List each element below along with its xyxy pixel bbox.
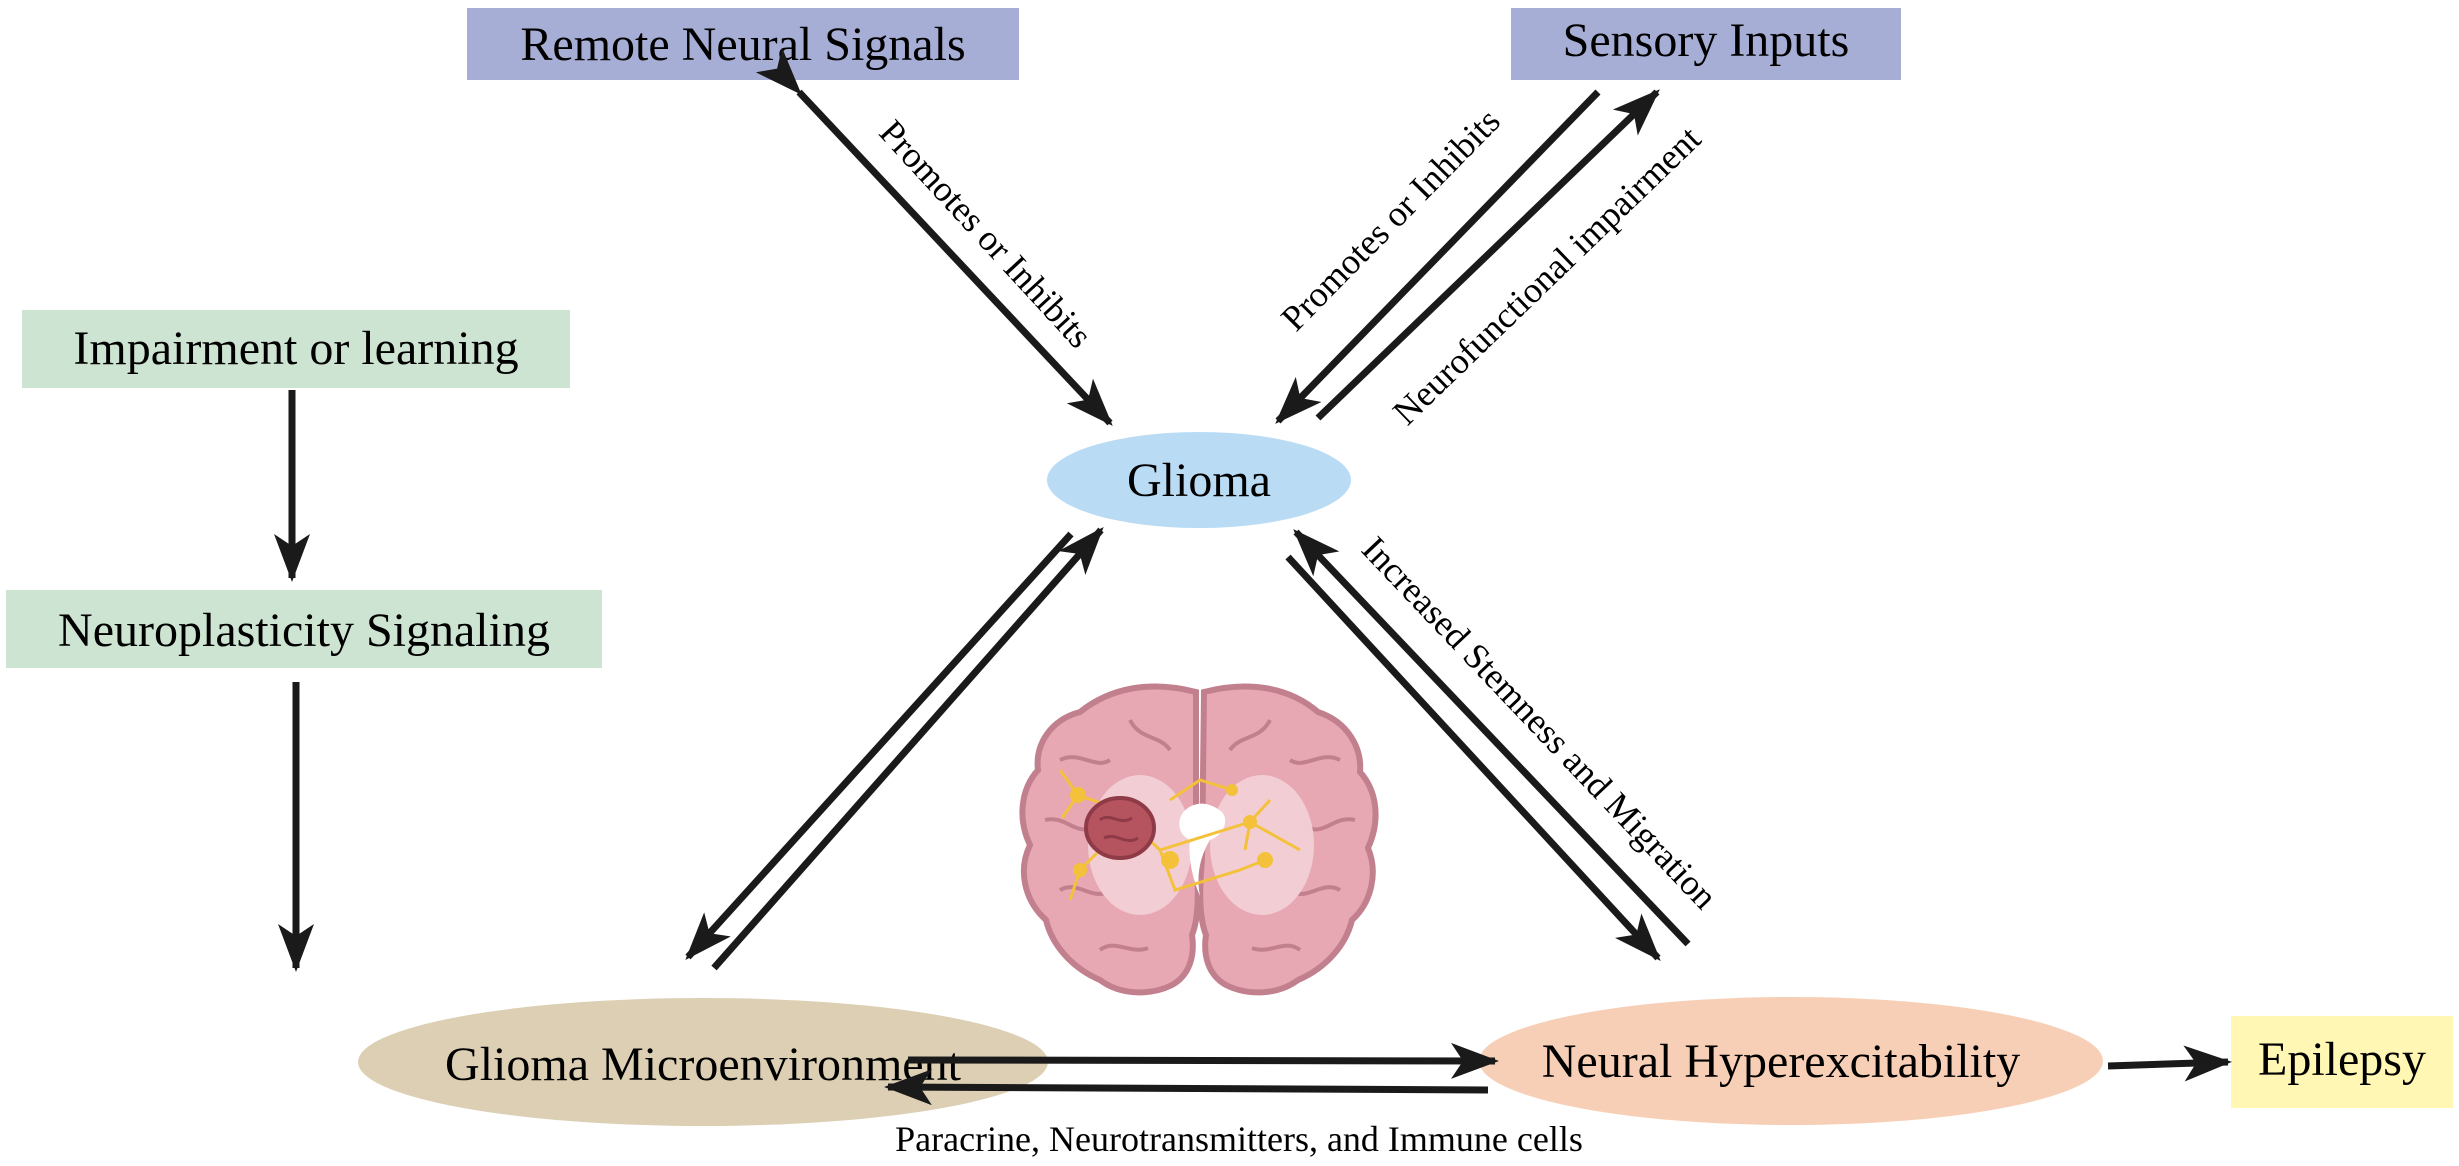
glioma-microenvironment-label: Glioma Microenvironment xyxy=(445,1038,962,1091)
glioma-microenvironment-node: Glioma Microenvironment xyxy=(358,998,1048,1126)
label-stemness-migration: Increased Stemness and Migration xyxy=(1354,529,1725,917)
remote-neural-signals-label: Remote Neural Signals xyxy=(520,18,965,71)
epilepsy-rect xyxy=(2231,1016,2453,1108)
arrow-sensory-to-glioma xyxy=(1275,89,1601,424)
brain-white-matter-right xyxy=(1210,775,1314,915)
glioma-microenvironment-ellipse xyxy=(358,998,1048,1126)
remote-neural-signals-box: Remote Neural Signals xyxy=(467,8,1019,80)
neural-hyperexcitability-label: Neural Hyperexcitability xyxy=(1542,1035,2020,1088)
impairment-or-learning-box: Impairment or learning xyxy=(22,310,570,388)
arrows xyxy=(274,47,2232,1106)
impairment-or-learning-rect xyxy=(22,310,570,388)
epilepsy-box: Epilepsy xyxy=(2231,1016,2453,1108)
arrow-hyperexcitability-to-epilepsy xyxy=(2107,1045,2232,1082)
brain-ventricle xyxy=(1179,803,1226,896)
arrow-microenvironment-to-hyperexcitability xyxy=(907,1042,1499,1079)
epilepsy-label: Epilepsy xyxy=(2258,1033,2426,1086)
neuroplasticity-signaling-box: Neuroplasticity Signaling xyxy=(6,590,602,668)
neural-hyperexcitability-node: Neural Hyperexcitability xyxy=(1479,997,2103,1125)
tumor-texture xyxy=(1099,815,1139,843)
arrow-microenvironment-to-glioma xyxy=(711,527,1104,971)
glioma-label: Glioma xyxy=(1127,454,1271,507)
glioma-ellipse xyxy=(1047,432,1351,528)
neuroplasticity-signaling-rect xyxy=(6,590,602,668)
arrow-hyperexcitability-to-glioma xyxy=(1293,529,1691,947)
label-paracrine: Paracrine, Neurotransmitters, and Immune… xyxy=(895,1119,1583,1159)
sensory-inputs-label: Sensory Inputs xyxy=(1563,14,1850,67)
brain-gyri xyxy=(1044,718,1356,952)
arrow-remote-glioma xyxy=(755,47,1113,426)
label-remote-promotes-inhibits: Promotes or Inhibits xyxy=(872,112,1100,355)
brain-tumor-icon xyxy=(1019,683,1379,996)
arrow-glioma-to-hyperexcitability xyxy=(1285,554,1661,961)
glioma-node: Glioma xyxy=(1047,432,1351,528)
impairment-or-learning-label: Impairment or learning xyxy=(73,322,518,375)
arrow-hyperexcitability-to-microenvironment xyxy=(884,1069,1489,1106)
neuroplasticity-signaling-label: Neuroplasticity Signaling xyxy=(58,604,550,657)
arrow-glioma-to-sensory xyxy=(1315,89,1660,421)
neural-hyperexcitability-ellipse xyxy=(1479,997,2103,1125)
sensory-inputs-rect xyxy=(1511,8,1901,80)
arrow-glioma-to-microenvironment xyxy=(685,531,1074,960)
sensory-inputs-box: Sensory Inputs xyxy=(1511,8,1901,80)
tumor-mass xyxy=(1084,796,1156,860)
